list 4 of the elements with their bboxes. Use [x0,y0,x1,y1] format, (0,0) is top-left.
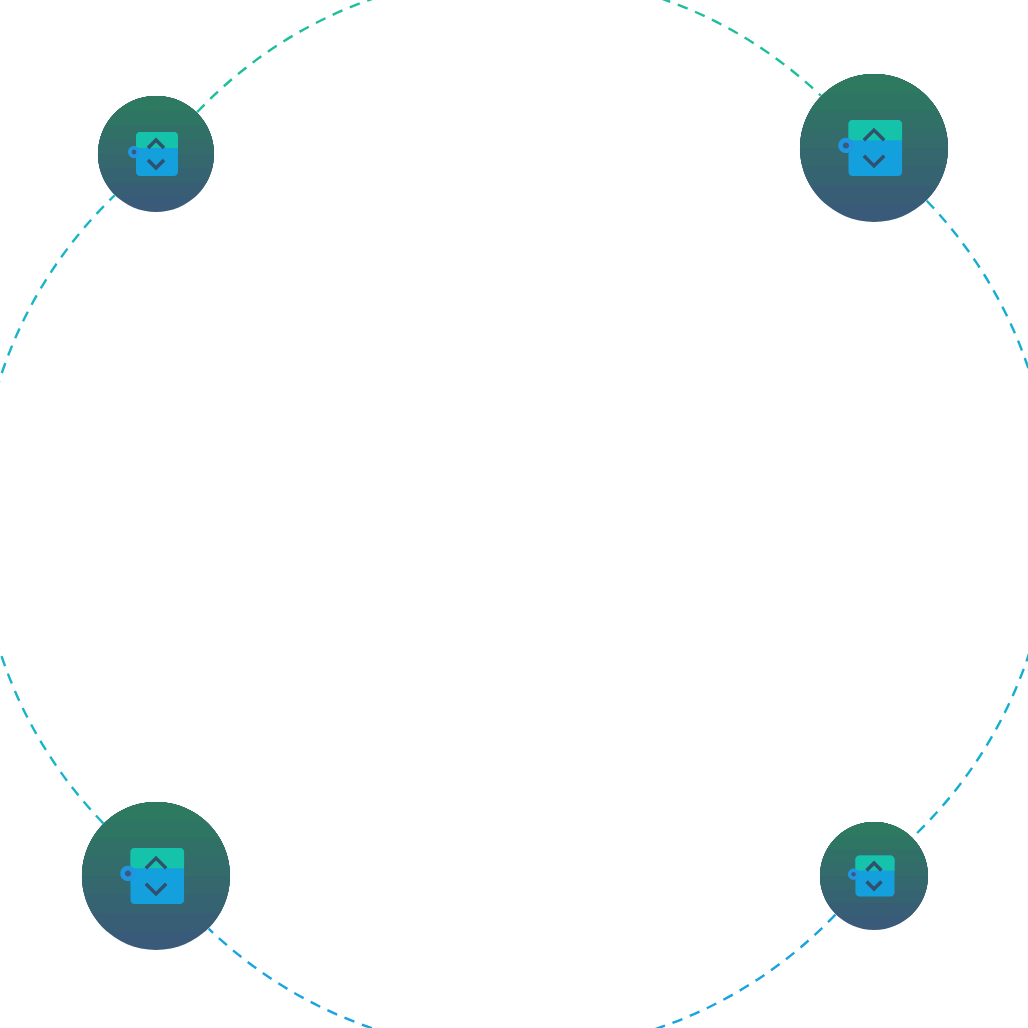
dashed-ring-arc [0,194,116,825]
dashed-ring-arc [196,0,822,114]
dashed-ring-arc [911,199,1028,839]
dashed-ring-arc [207,913,837,1028]
